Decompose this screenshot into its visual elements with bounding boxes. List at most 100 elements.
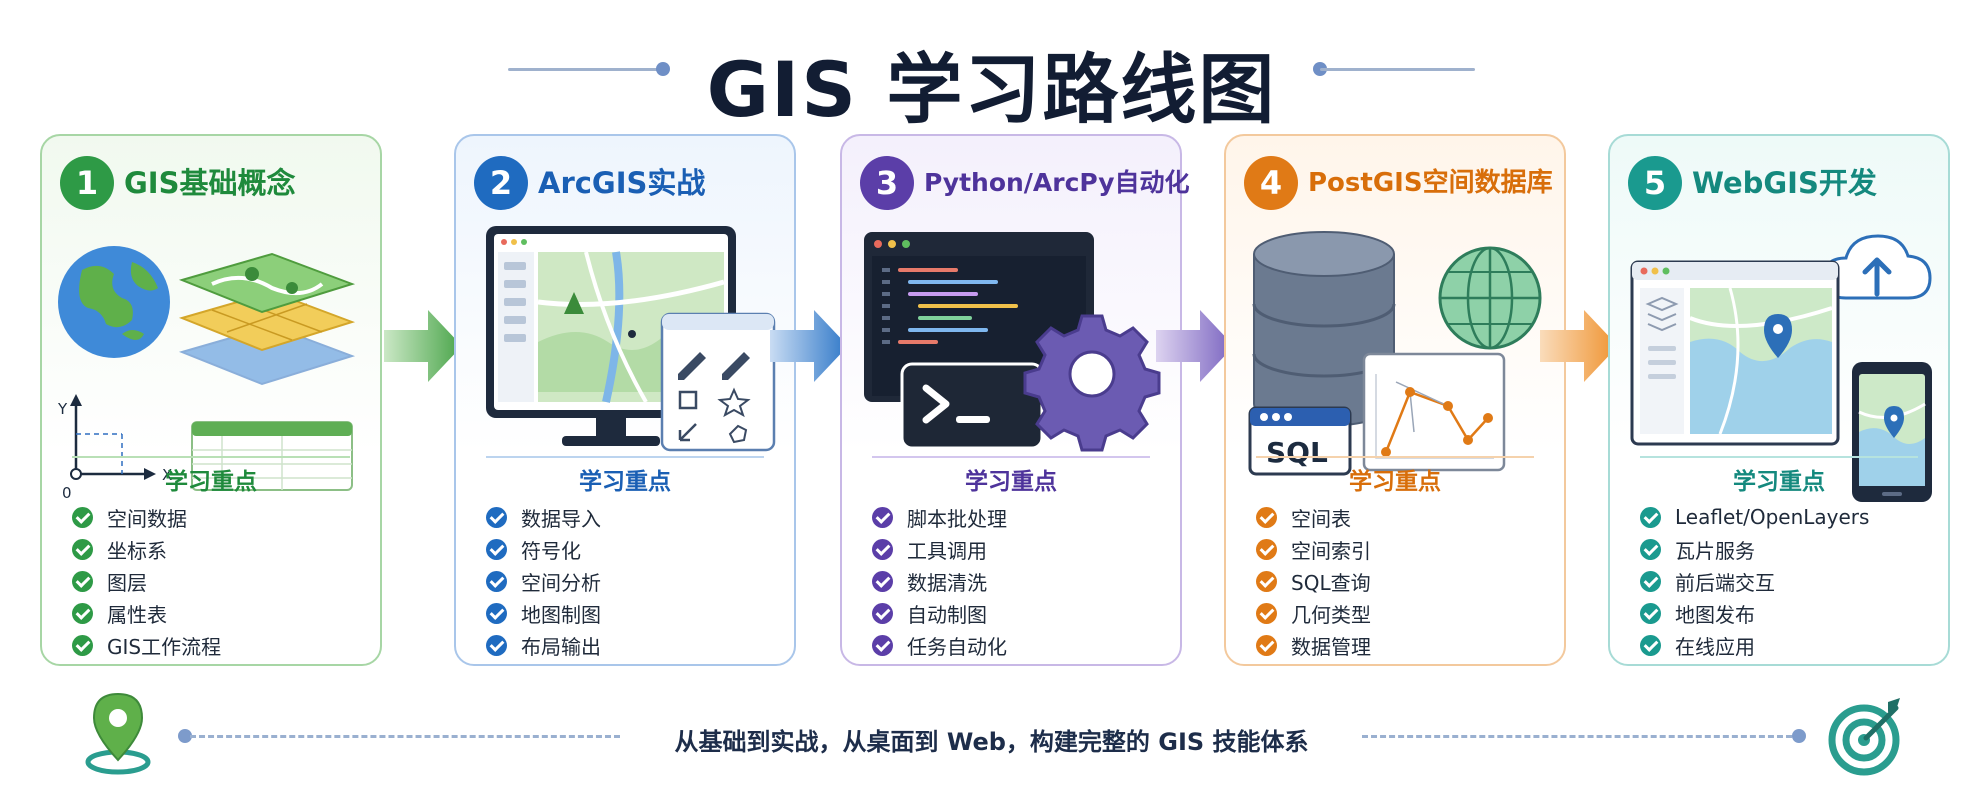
step-number-badge: 4 xyxy=(1244,156,1298,210)
list-item: GIS工作流程 xyxy=(72,629,370,661)
card-title: GIS基础概念 xyxy=(124,166,296,200)
origin-label: 0 xyxy=(62,484,72,502)
focus-divider xyxy=(1256,456,1534,458)
check-icon xyxy=(872,602,893,624)
list-item-label: GIS工作流程 xyxy=(107,634,222,659)
list-item-label: 属性表 xyxy=(107,602,167,627)
browser-map-icon xyxy=(1630,260,1840,446)
list-item: 坐标系 xyxy=(72,533,370,565)
check-icon xyxy=(486,602,507,624)
check-icon xyxy=(1256,538,1277,560)
check-icon xyxy=(72,634,93,656)
card-header: 2 ArcGIS实战 xyxy=(474,156,786,212)
desktop-map-illustration xyxy=(486,226,776,452)
card-title: Python/ArcPy自动化 xyxy=(924,168,1190,197)
list-item: 空间表 xyxy=(1256,501,1554,533)
check-icon xyxy=(486,506,507,528)
gear-icon xyxy=(1023,314,1161,452)
footer-dot-right xyxy=(1792,729,1806,743)
location-pin-icon xyxy=(85,692,151,775)
terminal-icon xyxy=(900,362,1044,450)
title-decoration-dot-left xyxy=(656,62,670,76)
list-item: 空间索引 xyxy=(1256,533,1554,565)
x-axis-label: X xyxy=(162,466,172,484)
focus-heading: 学习重点 xyxy=(1733,469,1825,495)
header: GIS 学习路线图 xyxy=(0,22,1983,134)
coordinate-axis-icon: Y X 0 xyxy=(57,394,172,502)
check-icon xyxy=(1640,634,1661,656)
list-item: 空间分析 xyxy=(486,565,784,597)
step-number-badge: 3 xyxy=(860,156,914,210)
check-icon xyxy=(1256,506,1277,528)
list-item: 数据管理 xyxy=(1256,629,1554,661)
focus-list: Leaflet/OpenLayers 瓦片服务 前后端交互 地图发布 在线应用 xyxy=(1640,501,1938,661)
list-item: 数据导入 xyxy=(486,501,784,533)
step-number-badge: 1 xyxy=(60,156,114,210)
focus-list: 数据导入 符号化 空间分析 地图制图 布局输出 xyxy=(486,501,784,661)
focus-list: 空间数据 坐标系 图层 属性表 GIS工作流程 xyxy=(72,501,370,661)
check-icon xyxy=(872,634,893,656)
step-card-webgis: 5 WebGIS开发 xyxy=(1608,134,1950,666)
flow-arrow-icon xyxy=(1156,310,1234,382)
check-icon xyxy=(1640,506,1661,528)
list-item-label: 在线应用 xyxy=(1675,634,1755,659)
sql-label: SQL xyxy=(1266,436,1328,469)
list-item: 前后端交互 xyxy=(1640,565,1938,597)
list-item: 工具调用 xyxy=(872,533,1170,565)
check-icon xyxy=(1256,570,1277,592)
check-icon xyxy=(486,634,507,656)
page-title: GIS 学习路线图 xyxy=(706,45,1277,134)
list-item-label: 工具调用 xyxy=(907,538,987,563)
list-item: 自动制图 xyxy=(872,597,1170,629)
list-item: 地图制图 xyxy=(486,597,784,629)
list-item: 数据清洗 xyxy=(872,565,1170,597)
globe-layers-illustration: Y X 0 xyxy=(57,246,356,502)
list-item: Leaflet/OpenLayers xyxy=(1640,501,1938,533)
flow-arrow-icon xyxy=(1540,310,1618,382)
list-item-label: 符号化 xyxy=(521,538,581,563)
list-item: 几何类型 xyxy=(1256,597,1554,629)
card-title: WebGIS开发 xyxy=(1692,166,1877,200)
focus-list: 脚本批处理 工具调用 数据清洗 自动制图 任务自动化 xyxy=(872,501,1170,661)
list-item: 在线应用 xyxy=(1640,629,1938,661)
check-icon xyxy=(72,538,93,560)
step-card-arcgis: 2 ArcGIS实战 xyxy=(454,134,796,666)
list-item-label: 图层 xyxy=(107,570,147,595)
list-item: 任务自动化 xyxy=(872,629,1170,661)
cloud-upload-icon xyxy=(1822,234,1932,300)
step-card-python-arcpy: 3 Python/ArcPy自动化 xyxy=(840,134,1190,666)
list-item: 瓦片服务 xyxy=(1640,533,1938,565)
list-item-label: Leaflet/OpenLayers xyxy=(1675,505,1870,529)
title-decoration-right xyxy=(1320,68,1475,71)
footer-tagline: 从基础到实战，从桌面到 Web，构建完整的 GIS 技能体系 xyxy=(674,728,1309,756)
list-item-label: 地图制图 xyxy=(521,602,601,627)
list-item-label: 坐标系 xyxy=(107,538,167,563)
flow-arrow-icon xyxy=(384,310,462,382)
footer-dashed-line-left xyxy=(190,735,620,738)
step-number-badge: 2 xyxy=(474,156,528,210)
check-icon xyxy=(72,602,93,624)
webgis-illustration xyxy=(1620,222,1940,572)
target-icon xyxy=(1828,698,1900,776)
code-editor-illustration xyxy=(864,232,1161,452)
check-icon xyxy=(72,506,93,528)
title-decoration-left xyxy=(508,68,663,71)
list-item: 空间数据 xyxy=(72,501,370,533)
focus-divider xyxy=(72,456,350,458)
gis-basics-illustration: Y X 0 xyxy=(52,222,372,572)
check-icon xyxy=(1640,570,1661,592)
list-item-label: 前后端交互 xyxy=(1675,570,1775,595)
focus-divider xyxy=(872,456,1150,458)
card-header: 5 WebGIS开发 xyxy=(1628,156,1940,212)
focus-heading: 学习重点 xyxy=(965,469,1057,495)
footer-dashed-line-right xyxy=(1362,735,1792,738)
globe-icon xyxy=(58,246,170,358)
focus-divider xyxy=(486,456,764,458)
check-icon xyxy=(1640,602,1661,624)
check-icon xyxy=(1256,602,1277,624)
step-card-postgis: 4 PostGIS空间数据库 SQL xyxy=(1224,134,1566,666)
check-icon xyxy=(872,506,893,528)
globe-icon xyxy=(1438,246,1542,350)
list-item-label: 空间数据 xyxy=(107,506,187,531)
card-header: 4 PostGIS空间数据库 xyxy=(1244,156,1556,212)
